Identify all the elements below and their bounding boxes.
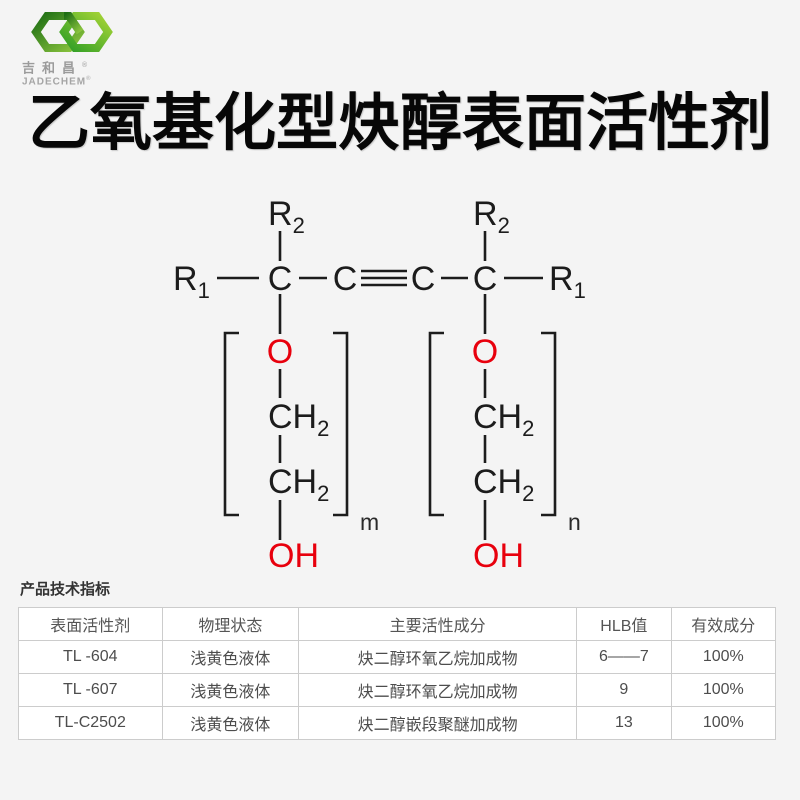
hydroxyl-label: OH bbox=[268, 537, 319, 575]
r1-right-label: R1 bbox=[549, 260, 586, 303]
right-close-bracket bbox=[541, 331, 557, 517]
header-effective-content: 有效成分 bbox=[670, 607, 777, 641]
oxygen-label: O bbox=[472, 333, 498, 371]
repeat-brackets bbox=[223, 331, 557, 517]
table-cell: 100% bbox=[670, 640, 777, 674]
header-surfactant: 表面活性剂 bbox=[18, 607, 163, 641]
repeat-count-n: n bbox=[568, 509, 581, 535]
right-open-bracket bbox=[428, 331, 444, 517]
table-cell: 9 bbox=[576, 673, 672, 707]
r2-right-label: R2 bbox=[473, 195, 510, 238]
header-active-ingredient: 主要活性成分 bbox=[298, 607, 578, 641]
backbone-bonds bbox=[217, 269, 543, 287]
logo-company-name-cn: 吉和昌® bbox=[22, 60, 88, 76]
carbon-label: C bbox=[411, 260, 436, 298]
table-cell: 浅黄色液体 bbox=[161, 640, 300, 674]
table-cell: 炔二醇嵌段聚醚加成物 bbox=[298, 706, 578, 740]
table-cell: 13 bbox=[576, 706, 672, 740]
logo-company-name-en: JADECHEM® bbox=[22, 76, 92, 88]
table-cell: TL -607 bbox=[18, 673, 163, 707]
left-open-bracket bbox=[223, 331, 239, 517]
table-cell: 100% bbox=[670, 673, 777, 707]
table-row: TL -607 浅黄色液体 炔二醇环氧乙烷加成物 9 100% bbox=[18, 673, 777, 707]
header-hlb: HLB值 bbox=[576, 607, 672, 641]
left-close-bracket bbox=[333, 331, 349, 517]
carbon-label: C bbox=[268, 260, 293, 298]
table-cell: 6——7 bbox=[576, 640, 672, 674]
ch2-label: CH2 bbox=[268, 463, 329, 506]
carbon-label: C bbox=[473, 260, 498, 298]
table-row: TL -604 浅黄色液体 炔二醇环氧乙烷加成物 6——7 100% bbox=[18, 640, 777, 674]
oxygen-label: O bbox=[267, 333, 293, 371]
carbon-label: C bbox=[333, 260, 358, 298]
registered-mark: ® bbox=[86, 76, 92, 83]
table-cell: TL-C2502 bbox=[18, 706, 163, 740]
spec-table: 表面活性剂 物理状态 主要活性成分 HLB值 有效成分 TL -604 浅黄色液… bbox=[18, 607, 777, 740]
table-cell: 浅黄色液体 bbox=[161, 673, 300, 707]
company-logo: 吉和昌® JADECHEM® bbox=[18, 8, 118, 88]
registered-mark: ® bbox=[82, 62, 88, 69]
chemical-structure-diagram: R1 R2 C C C C R2 R1 O CH2 CH2 OH m O CH2… bbox=[173, 195, 586, 575]
table-cell: 100% bbox=[670, 706, 777, 740]
table-cell: TL -604 bbox=[18, 640, 163, 674]
page-title: 乙氧基化型炔醇表面活性剂 bbox=[27, 89, 772, 158]
vertical-bonds bbox=[278, 231, 487, 540]
table-row: TL-C2502 浅黄色液体 炔二醇嵌段聚醚加成物 13 100% bbox=[18, 706, 777, 740]
table-cell: 炔二醇环氧乙烷加成物 bbox=[298, 640, 578, 674]
table-cell: 炔二醇环氧乙烷加成物 bbox=[298, 673, 578, 707]
ch2-label: CH2 bbox=[473, 398, 534, 441]
table-header-row: 表面活性剂 物理状态 主要活性成分 HLB值 有效成分 bbox=[18, 607, 777, 641]
table-cell: 浅黄色液体 bbox=[161, 706, 300, 740]
repeat-count-m: m bbox=[360, 509, 379, 535]
product-spec-section: 产品技术指标 表面活性剂 物理状态 主要活性成分 HLB值 有效成分 TL -6… bbox=[18, 578, 778, 740]
r1-left-label: R1 bbox=[173, 260, 210, 303]
logo-rings-icon bbox=[31, 12, 113, 52]
ch2-label: CH2 bbox=[473, 463, 534, 506]
header-physical-state: 物理状态 bbox=[161, 607, 300, 641]
r2-left-label: R2 bbox=[268, 195, 305, 238]
ch2-label: CH2 bbox=[268, 398, 329, 441]
hydroxyl-label: OH bbox=[473, 537, 524, 575]
spec-section-title: 产品技术指标 bbox=[20, 581, 111, 598]
